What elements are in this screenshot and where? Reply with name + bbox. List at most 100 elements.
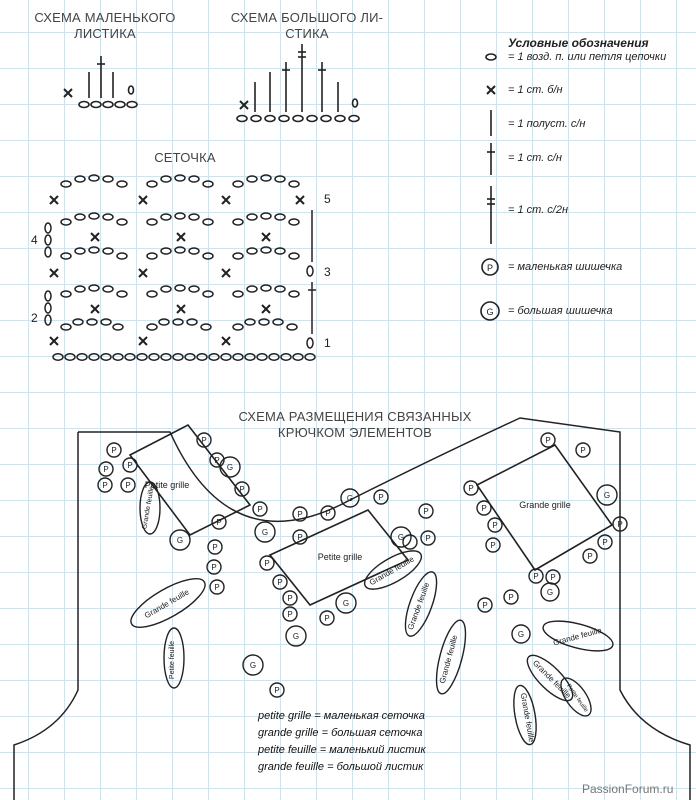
bobble-letter: P xyxy=(274,686,279,695)
mesh-turning-chains xyxy=(44,210,316,349)
bobble-letter: P xyxy=(550,573,555,582)
placement-title-line-2: КРЮЧКОМ ЭЛЕМЕНТОВ xyxy=(277,425,433,440)
bobble-letter: P xyxy=(481,504,486,513)
bobble-letter: P xyxy=(325,509,330,518)
bobble-letter: P xyxy=(423,507,428,516)
leaves xyxy=(130,481,614,746)
bobble-letter: P xyxy=(264,559,269,568)
bobble-letter: P xyxy=(580,446,585,455)
label-petite-feuille-1: Petite feuille xyxy=(169,641,176,679)
bobble-letter: P xyxy=(378,493,383,502)
bobble-letter: G xyxy=(262,528,268,537)
legend-text-hdc: = 1 полуст. с/н xyxy=(508,118,586,130)
bobble-letter: P xyxy=(214,456,219,465)
bobble-letters: P P P P P P P G P P P G P P P P P G P G … xyxy=(102,436,622,695)
bobble-letter: G xyxy=(293,632,299,641)
mesh-schematic xyxy=(44,174,316,361)
mesh-row-4: 4 xyxy=(31,233,38,247)
single-crochet-stitch-icon xyxy=(487,143,495,175)
large-leaf-title: СХЕМА БОЛЬШОГО ЛИ- СТИКА xyxy=(222,10,392,42)
large-leaf-title-line-1: СХЕМА БОЛЬШОГО ЛИ- xyxy=(230,10,384,25)
legend-symbols: P G xyxy=(480,53,500,321)
bobble-letter: P xyxy=(545,436,550,445)
bobble-letter: P xyxy=(103,465,108,474)
bobble-letter: P xyxy=(297,510,302,519)
mesh-chain-arches xyxy=(60,174,300,331)
placement-title: СХЕМА РАЗМЕЩЕНИЯ СВЯЗАННЫХ КРЮЧКОМ ЭЛЕМЕ… xyxy=(220,409,490,441)
translation-line-1: petite grille = маленькая сеточка xyxy=(258,710,425,722)
label-petite-feuille-2: Petite feuille xyxy=(565,683,589,714)
bobble-letter: P xyxy=(102,481,107,490)
bobble-letter: P xyxy=(212,543,217,552)
watermark: PassionForum.ru xyxy=(582,782,674,796)
legend-text-sc: = 1 ст. б/н xyxy=(508,84,563,96)
mesh-sc-row-1 xyxy=(49,195,305,346)
legend-text-chain: = 1 возд. п. или петля цепочки xyxy=(508,51,667,63)
svg-text:P: P xyxy=(487,263,493,273)
translation-line-4: grande feuille = большой листик xyxy=(258,761,424,773)
bobble-letter: P xyxy=(492,521,497,530)
bobble-letter: P xyxy=(287,610,292,619)
chain-oval-icon xyxy=(485,53,497,61)
bobble-letter: G xyxy=(518,630,524,639)
mesh-row-1: 1 xyxy=(324,336,331,350)
bobble-letter: G xyxy=(343,599,349,608)
bobble-letter: G xyxy=(227,463,233,472)
bobble-letter: G xyxy=(604,491,610,500)
bobble-letter: G xyxy=(347,494,353,503)
legend-text-tr: = 1 ст. с/2н xyxy=(508,204,569,216)
label-grande-feuille-1: Grande feuille xyxy=(141,486,155,530)
legend-text-dc: = 1 ст. с/н xyxy=(508,152,562,164)
mesh-row-2: 2 xyxy=(31,311,38,325)
label-petite-grille-left: Petite grille xyxy=(145,480,190,490)
circle-p-icon: P xyxy=(481,258,499,276)
bobble-letter: P xyxy=(468,484,473,493)
bobble-letter: P xyxy=(508,593,513,602)
cross-icon xyxy=(486,85,496,95)
label-grande-grille: Grande grille xyxy=(519,500,571,510)
bobble-letter: P xyxy=(602,538,607,547)
mesh-row-5: 5 xyxy=(324,192,331,206)
translation-line-3: petite feuille = маленький листик xyxy=(258,744,426,756)
bobble-letter: P xyxy=(533,572,538,581)
svg-text:G: G xyxy=(486,307,493,317)
label-grande-feuille-6: Grande feuille xyxy=(552,626,603,648)
small-leaf-title: СХЕМА МАЛЕНЬКОГО ЛИСТИКА xyxy=(30,10,180,42)
bobble-letter: P xyxy=(425,534,430,543)
small-leaf-title-line-1: СХЕМА МАЛЕНЬКОГО xyxy=(34,10,176,25)
bobble-letter: P xyxy=(111,446,116,455)
bobble-letter: P xyxy=(287,594,292,603)
large-leaf-schematic xyxy=(236,44,360,123)
bobble-letter: P xyxy=(324,614,329,623)
label-grande-feuille-2: Grande feuille xyxy=(143,587,191,620)
bobble-letter: P xyxy=(239,485,244,494)
bobble-letter: P xyxy=(490,541,495,550)
placement-title-line-1: СХЕМА РАЗМЕЩЕНИЯ СВЯЗАННЫХ xyxy=(238,409,472,424)
label-grande-feuille-3: Grande feuille xyxy=(368,554,416,587)
mesh-foundation-chain xyxy=(52,353,316,361)
bobble-letter: P xyxy=(617,520,622,529)
bobble-letter: P xyxy=(216,518,221,527)
translation-line-2: grande grille = большая сеточка xyxy=(258,727,423,739)
bobble-letter: P xyxy=(257,505,262,514)
label-grande-feuille-5: Grande feuille xyxy=(438,634,460,685)
bobble-letter: P xyxy=(211,563,216,572)
bobble-letter: G xyxy=(398,533,404,542)
circle-g-icon: G xyxy=(480,301,500,321)
small-leaf-title-line-2: ЛИСТИКА xyxy=(74,26,136,41)
label-grande-feuille-4: Grande feuille xyxy=(406,581,432,631)
label-grande-feuille-7: Grande feuille xyxy=(531,658,573,700)
legend-text-small-bobble: = маленькая шишечка xyxy=(508,261,623,273)
label-petite-grille-center: Petite grille xyxy=(318,552,363,562)
label-grande-feuille-8: Grande feuille xyxy=(519,692,537,743)
large-leaf-title-line-2: СТИКА xyxy=(285,26,329,41)
legend-heading: Условные обозначения xyxy=(508,36,649,50)
bobble-letter: G xyxy=(177,536,183,545)
bobble-letter: P xyxy=(125,481,130,490)
bobble-letter: P xyxy=(214,583,219,592)
legend-text-large-bobble: = большая шишечка xyxy=(508,305,613,317)
mesh-row-3: 3 xyxy=(324,265,331,279)
mesh-title: СЕТОЧКА xyxy=(154,150,216,165)
